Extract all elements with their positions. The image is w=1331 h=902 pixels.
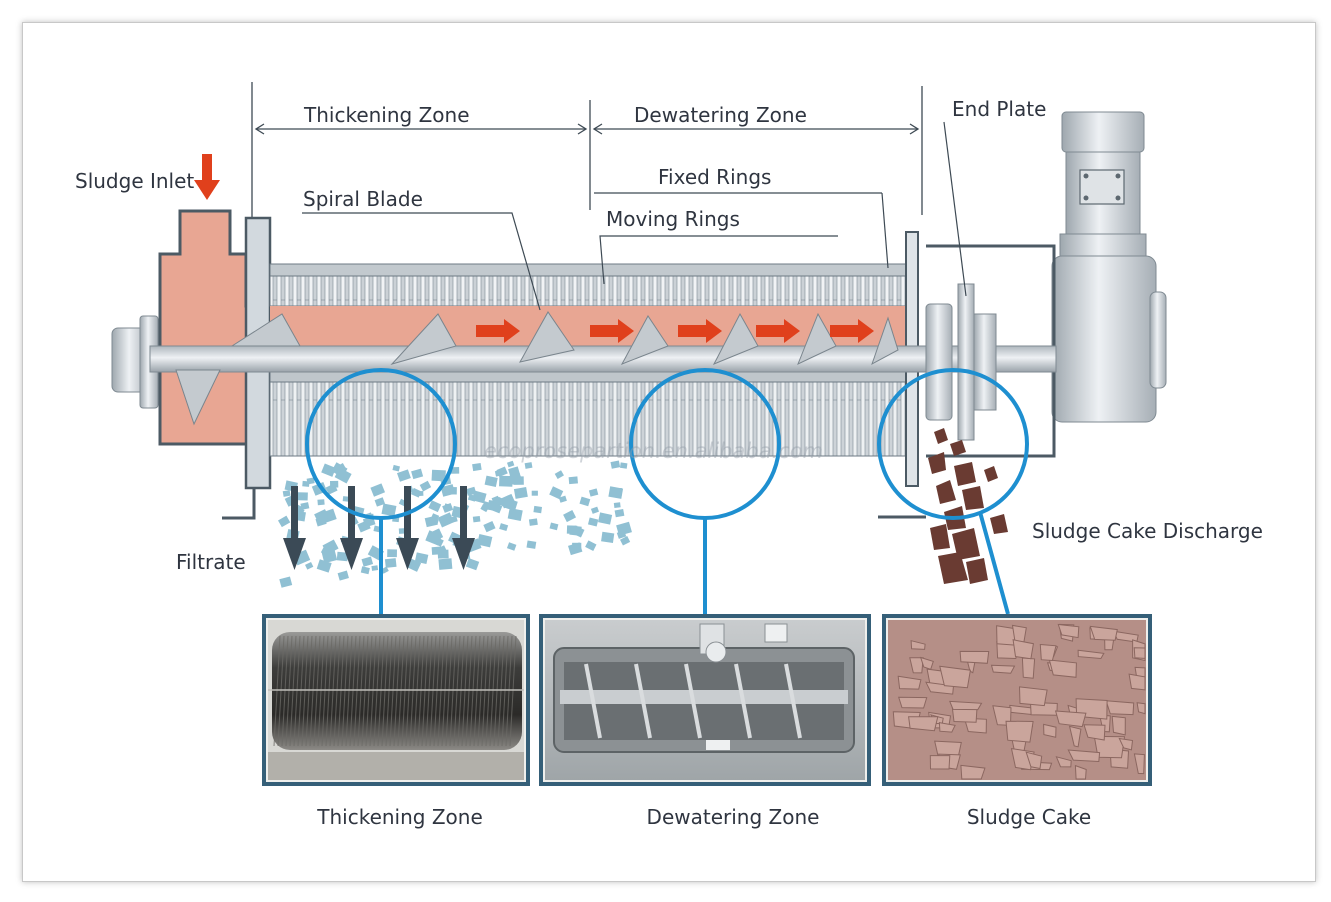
- label-dewatering-zone: Dewatering Zone: [634, 103, 807, 127]
- callout-circles: [305, 368, 1029, 615]
- label-spiral-blade: Spiral Blade: [303, 187, 423, 211]
- label-fixed-rings: Fixed Rings: [658, 165, 771, 189]
- caption-dewatering-zone: Dewatering Zone: [647, 805, 820, 829]
- label-end-plate: End Plate: [952, 97, 1046, 121]
- label-filtrate: Filtrate: [176, 550, 246, 574]
- label-sludge-cake-discharge: Sludge Cake Discharge: [1032, 519, 1263, 543]
- sludge-inlet-arrow: [194, 154, 220, 200]
- flow-arrows: [476, 319, 874, 343]
- label-sludge-inlet: Sludge Inlet: [75, 169, 194, 193]
- photo-sludge-cake: [882, 614, 1152, 786]
- screw-shaft: [149, 283, 1057, 441]
- label-moving-rings: Moving Rings: [606, 207, 740, 231]
- screw-barrel: [269, 231, 919, 487]
- caption-thickening-zone: Thickening Zone: [316, 805, 483, 829]
- caption-sludge-cake: Sludge Cake: [967, 805, 1091, 829]
- label-thickening-zone: Thickening Zone: [303, 103, 470, 127]
- spiral-blades: [175, 311, 899, 426]
- sludge-cake-chunks: [928, 428, 1008, 584]
- motor-assembly: [1051, 111, 1167, 423]
- zone-dimension-lines: [251, 82, 923, 218]
- photo-thickening-zone: [262, 614, 530, 786]
- filtrate-droplets: [278, 460, 632, 588]
- watermark: ecoprosepartion.en.alibaba.com: [484, 439, 823, 463]
- leader-lines: [302, 121, 967, 311]
- photo-dewatering-zone: [539, 614, 871, 786]
